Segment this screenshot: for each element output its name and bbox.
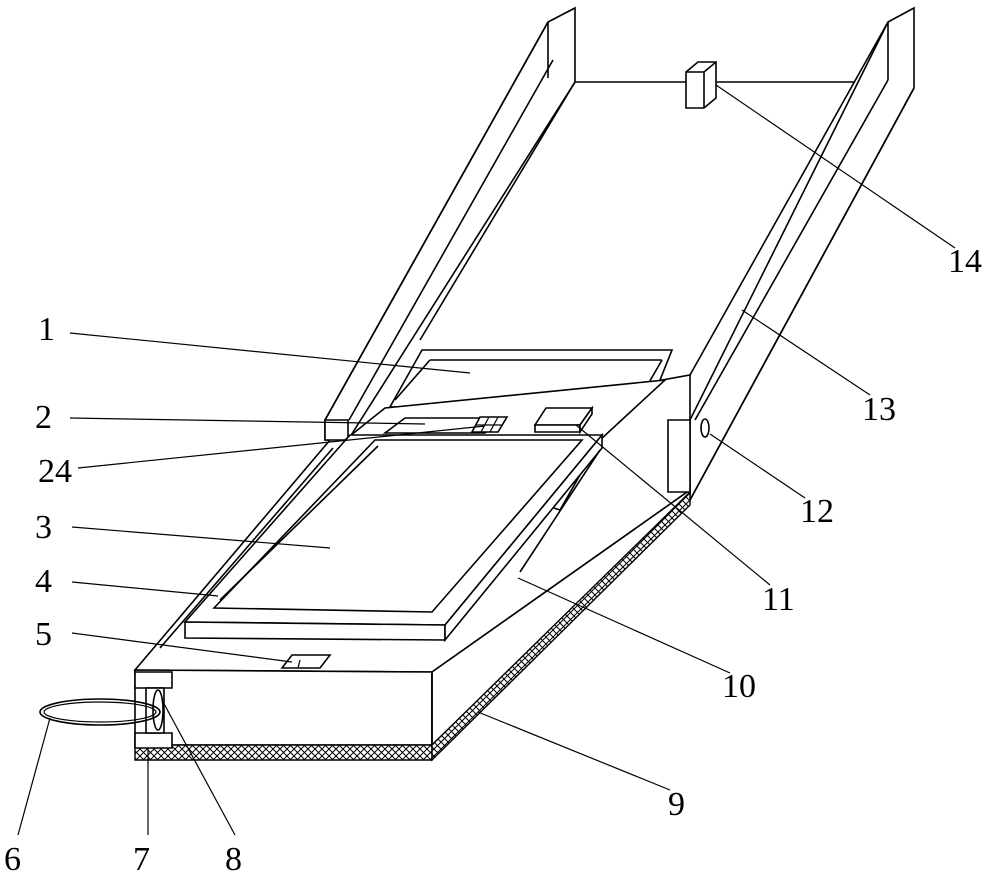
left-rail: [324, 6, 576, 441]
ring-inner: [43, 701, 157, 723]
body-edge-line-2: [519, 449, 601, 573]
label-9: 9: [668, 786, 685, 823]
label-14: 14: [948, 243, 982, 280]
hole-icon: [700, 418, 710, 438]
leader-lines: [17, 84, 956, 836]
label-5: 5: [35, 616, 52, 653]
side-block: [667, 418, 710, 493]
small-tab-mark: [297, 659, 301, 669]
label-4: 4: [35, 563, 52, 600]
right-rail: [667, 6, 915, 502]
ring: [39, 698, 161, 726]
inner-panel-edge: [219, 445, 379, 601]
label-6: 6: [4, 841, 21, 878]
label-24: 24: [38, 453, 72, 490]
label-11: 11: [762, 581, 795, 618]
label-8: 8: [225, 841, 242, 878]
sensor-box: [685, 61, 717, 109]
label-1: 1: [38, 311, 55, 348]
bottom-pad: [134, 490, 691, 762]
body-edge-line: [159, 447, 334, 649]
inner-panel: [212, 439, 584, 613]
connector-grid: [470, 416, 509, 433]
labels: 1 2 24 3 4 5 6 7 8 9 10 11 12 13 14: [4, 243, 982, 878]
label-10: 10: [722, 668, 756, 705]
label-13: 13: [862, 391, 896, 428]
small-block: [533, 405, 594, 435]
label-3: 3: [35, 509, 52, 546]
label-2: 2: [35, 399, 52, 436]
small-tab: [280, 654, 332, 669]
label-7: 7: [133, 841, 150, 878]
label-12: 12: [800, 493, 834, 530]
clamp: [134, 671, 173, 749]
